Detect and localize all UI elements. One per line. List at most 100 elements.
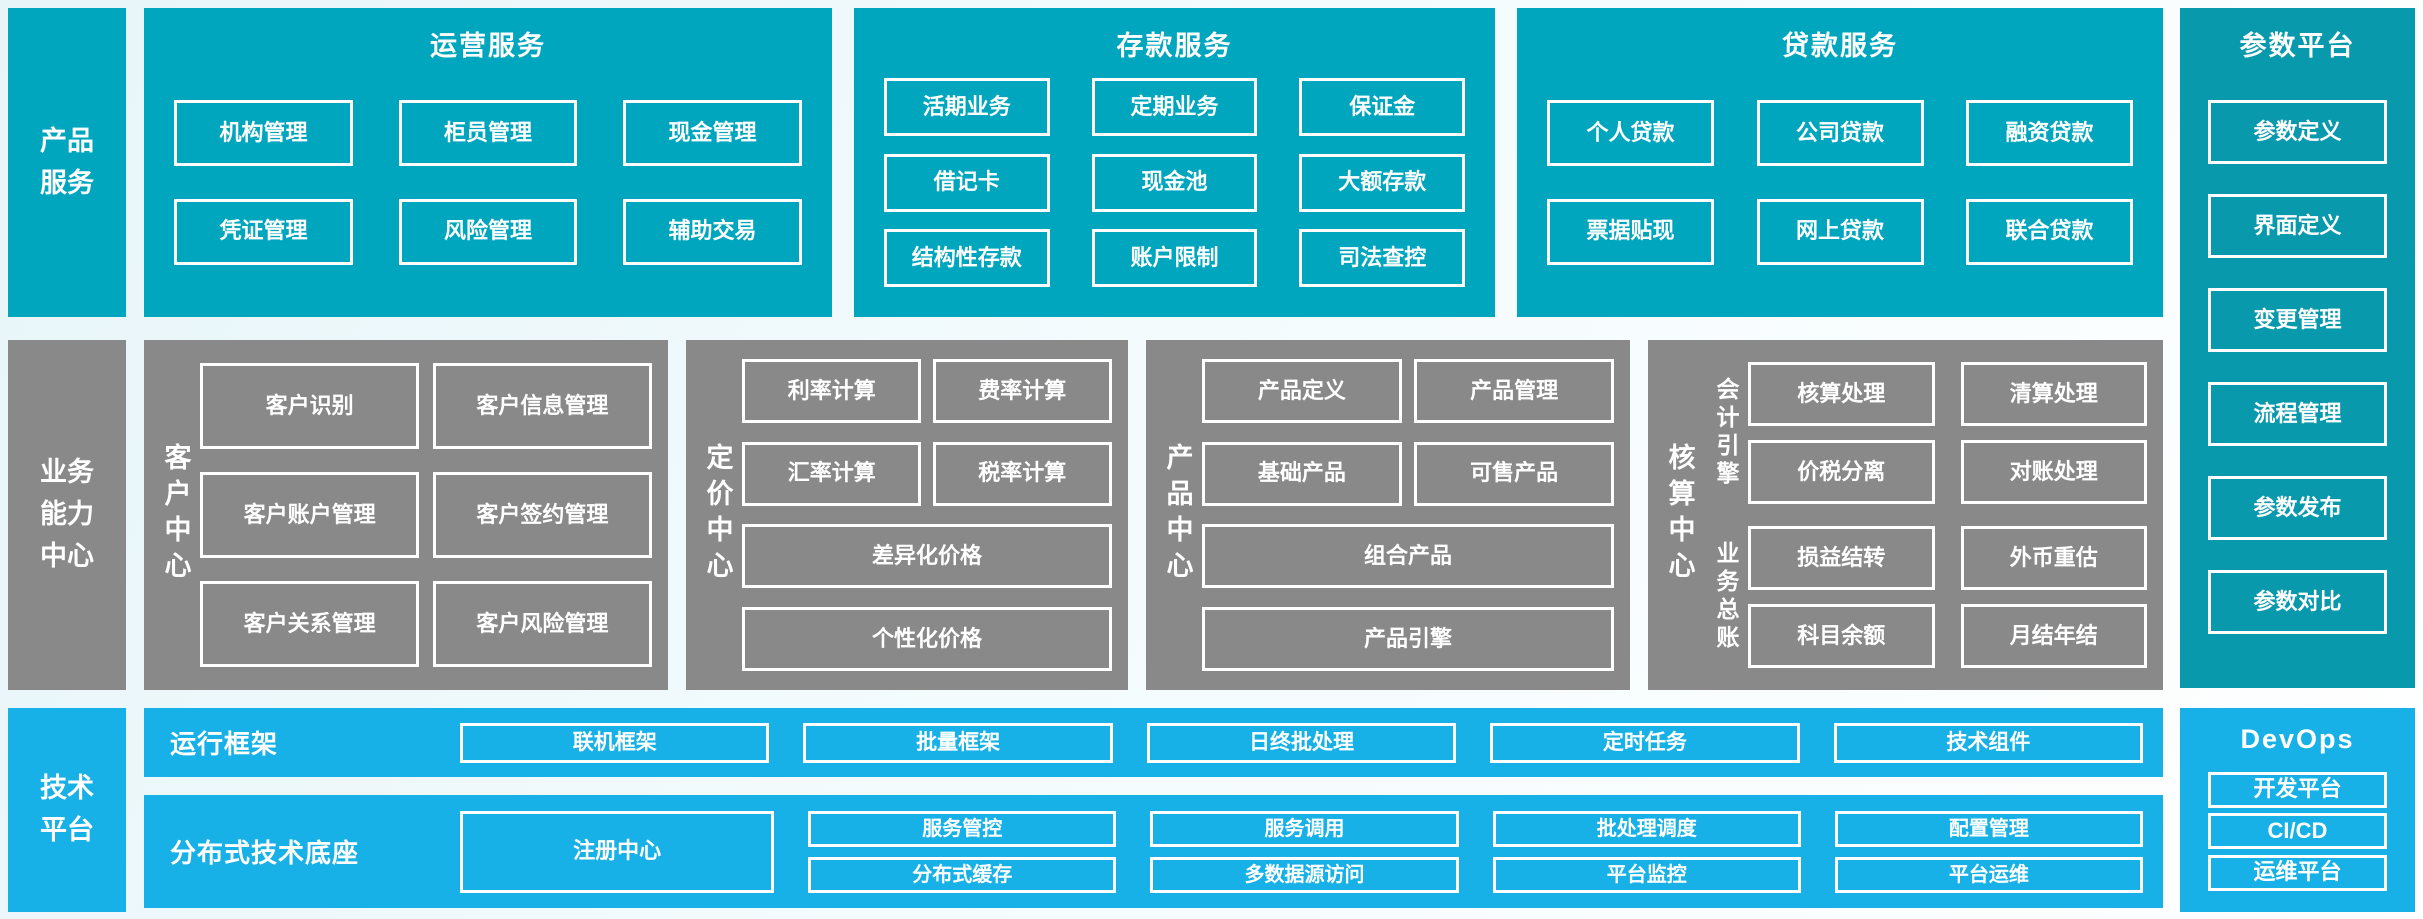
arch-box: 配置管理 <box>1834 810 2144 847</box>
arch-box: 参数发布 <box>2208 476 2387 540</box>
arch-box: 客户风险管理 <box>432 581 652 667</box>
section-label: 分布式技术底座 <box>170 838 360 868</box>
arch-box: 平台监控 <box>1492 856 1801 893</box>
vertical-label: 客户中心 <box>160 443 191 587</box>
panel-operations-services: 运营服务 机构管理 柜员管理 现金管理 凭证管理 风险管理 辅助交易 <box>144 8 832 317</box>
arch-box: 科目余额 <box>1748 604 1935 668</box>
panel-title: 运营服务 <box>430 31 546 61</box>
arch-box: 产品引擎 <box>1202 607 1614 672</box>
arch-box: 现金管理 <box>623 100 802 167</box>
arch-box: 开发平台 <box>2208 771 2387 808</box>
arch-box: 差异化价格 <box>742 524 1112 589</box>
panel-accounting-center: 核算中心 会计引擎 核算处理 清算处理 价税分离 对账处理 业务总账 损益结转 … <box>1648 340 2163 690</box>
sidebar-business-capability: 业务 能力 中心 <box>8 340 126 690</box>
arch-box: 辅助交易 <box>623 198 802 265</box>
arch-box: 服务管控 <box>808 810 1117 847</box>
arch-box: 客户账户管理 <box>200 472 420 558</box>
arch-box: 平台运维 <box>1834 856 2144 893</box>
arch-box: 批量框架 <box>803 722 1113 763</box>
arch-box: 日终批处理 <box>1146 722 1457 763</box>
arch-box: 月结年结 <box>1960 604 2147 668</box>
panel-parameter-platform: 参数平台 参数定义 界面定义 变更管理 流程管理 参数发布 参数对比 <box>2180 8 2415 688</box>
arch-box: 客户识别 <box>200 363 420 449</box>
panel-deposit-services: 存款服务 活期业务 定期业务 保证金 借记卡 现金池 大额存款 结构性存款 账户… <box>854 8 1495 317</box>
arch-box: 融资贷款 <box>1966 100 2133 167</box>
panel-title: 贷款服务 <box>1782 31 1898 61</box>
sidebar-label: 业务 能力 中心 <box>40 457 94 571</box>
arch-box: 分布式缓存 <box>808 856 1117 893</box>
panel-loan-services: 贷款服务 个人贷款 公司贷款 融资贷款 票据贴现 网上贷款 联合贷款 <box>1517 8 2163 317</box>
arch-box: 个人贷款 <box>1547 100 1714 167</box>
arch-box: 清算处理 <box>1960 362 2147 426</box>
arch-box: 风险管理 <box>398 198 578 265</box>
arch-box: 注册中心 <box>460 810 775 893</box>
panel-title: DevOps <box>2240 724 2355 754</box>
panel-title: 参数平台 <box>2239 31 2356 61</box>
arch-box: 网上贷款 <box>1756 198 1924 265</box>
arch-box: 损益结转 <box>1748 526 1935 590</box>
arch-box: 机构管理 <box>174 100 353 167</box>
sidebar-label: 技术 平台 <box>40 773 94 845</box>
panel-product-center: 产品中心 产品定义 产品管理 基础产品 可售产品 组合产品 产品引擎 <box>1146 340 1630 690</box>
arch-box: 借记卡 <box>884 153 1050 212</box>
arch-box: 服务调用 <box>1150 810 1459 847</box>
arch-box: 参数对比 <box>2208 570 2387 634</box>
vertical-label: 产品中心 <box>1162 443 1193 587</box>
arch-box: 定期业务 <box>1091 77 1258 136</box>
arch-box: 联机框架 <box>460 722 770 763</box>
arch-box: 批处理调度 <box>1492 810 1801 847</box>
arch-box: 现金池 <box>1091 153 1258 212</box>
sidebar-label: 产品 服务 <box>40 125 94 198</box>
vertical-label: 定价中心 <box>702 443 733 587</box>
arch-box: 账户限制 <box>1091 229 1258 288</box>
arch-box: 利率计算 <box>742 358 922 423</box>
panel-runtime-framework: 运行框架 联机框架 批量框架 日终批处理 定时任务 技术组件 <box>144 708 2163 777</box>
arch-box: 基础产品 <box>1202 441 1402 506</box>
panel-devops: DevOps 开发平台 CI/CD 运维平台 <box>2180 708 2415 912</box>
arch-box: 可售产品 <box>1414 441 1614 506</box>
arch-box: 外币重估 <box>1960 526 2147 590</box>
arch-box: 结构性存款 <box>884 229 1050 288</box>
arch-box: 保证金 <box>1299 77 1465 136</box>
arch-box: CI/CD <box>2208 813 2387 849</box>
arch-box: 客户信息管理 <box>432 363 652 449</box>
vertical-label: 会计引擎 <box>1713 377 1739 489</box>
vertical-label: 业务总账 <box>1713 541 1739 653</box>
arch-box: 多数据源访问 <box>1150 856 1459 893</box>
arch-box: 个性化价格 <box>742 607 1112 672</box>
panel-pricing-center: 定价中心 利率计算 费率计算 汇率计算 税率计算 差异化价格 个性化价格 <box>686 340 1128 690</box>
arch-box: 组合产品 <box>1202 524 1614 589</box>
vertical-label: 核算中心 <box>1664 443 1695 587</box>
arch-box: 产品管理 <box>1414 358 1614 423</box>
arch-box: 核算处理 <box>1748 362 1935 426</box>
arch-box: 界面定义 <box>2208 194 2387 258</box>
arch-box: 费率计算 <box>932 358 1112 423</box>
sidebar-tech-platform: 技术 平台 <box>8 708 126 912</box>
arch-box: 大额存款 <box>1299 153 1465 212</box>
arch-box: 运维平台 <box>2208 854 2387 891</box>
sidebar-product-services: 产品 服务 <box>8 8 126 317</box>
panel-distributed-base: 分布式技术底座 注册中心 服务管控 分布式缓存 服务调用 多数据源访问 批处理调… <box>144 795 2163 908</box>
arch-box: 公司贷款 <box>1756 100 1924 167</box>
arch-box: 定时任务 <box>1490 722 1800 763</box>
section-label: 运行框架 <box>170 729 279 759</box>
arch-box: 参数定义 <box>2208 100 2387 164</box>
arch-box: 产品定义 <box>1202 358 1402 423</box>
arch-box: 客户签约管理 <box>432 472 652 558</box>
panel-customer-center: 客户中心 客户识别 客户信息管理 客户账户管理 客户签约管理 客户关系管理 客户… <box>144 340 668 690</box>
arch-box: 变更管理 <box>2208 288 2387 352</box>
arch-box: 汇率计算 <box>742 441 922 506</box>
arch-box: 税率计算 <box>932 441 1112 506</box>
arch-box: 司法查控 <box>1299 229 1465 288</box>
arch-box: 价税分离 <box>1748 440 1935 504</box>
arch-box: 票据贴现 <box>1547 198 1714 265</box>
arch-box: 客户关系管理 <box>200 581 420 667</box>
arch-box: 对账处理 <box>1960 440 2147 504</box>
arch-box: 活期业务 <box>884 77 1050 136</box>
arch-box: 技术组件 <box>1833 722 2144 763</box>
arch-box: 联合贷款 <box>1966 198 2133 265</box>
arch-box: 凭证管理 <box>174 198 353 265</box>
arch-box: 流程管理 <box>2208 382 2387 446</box>
panel-title: 存款服务 <box>1116 31 1233 61</box>
